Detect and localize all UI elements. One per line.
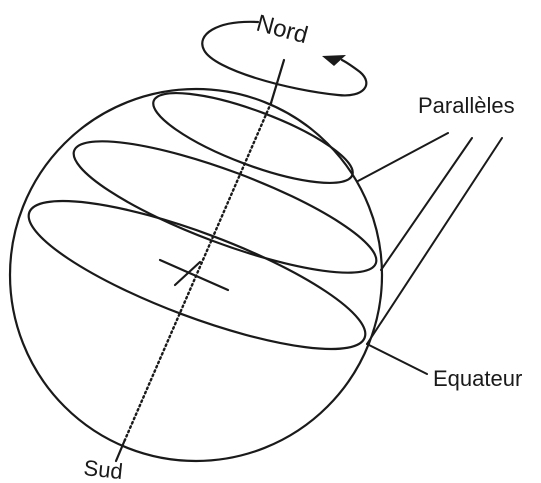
leader-parallel-top [357, 132, 449, 182]
parallel-middle [72, 140, 378, 274]
axis-south-segment [114, 440, 126, 463]
center-cross-horizontal [158, 258, 230, 292]
axis-north-segment [269, 58, 286, 105]
leader-equator [366, 343, 428, 375]
label-south: Sud [82, 455, 124, 483]
parallel-top [152, 91, 354, 185]
label-north: Nord [253, 10, 310, 50]
sphere-outline [8, 87, 384, 463]
equator-ellipse [27, 199, 367, 351]
label-parallels: Parallèles [418, 93, 515, 118]
center-cross-vertical [173, 260, 202, 287]
rotation-arrow-head [322, 55, 346, 66]
label-equator: Equateur [433, 366, 522, 391]
rotation-arrow-path [201, 20, 368, 97]
axis-dotted-segment [122, 101, 273, 444]
leader-parallel-middle [380, 137, 473, 271]
leader-parallel-equator [366, 137, 503, 345]
